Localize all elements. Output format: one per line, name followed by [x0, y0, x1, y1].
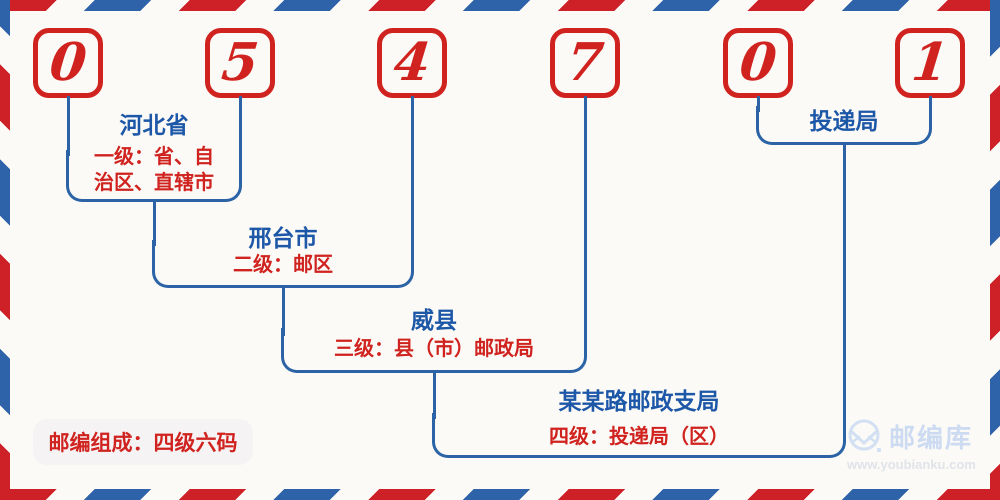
airmail-border-top: [0, 0, 1000, 11]
digit-box-3: 4: [377, 28, 447, 98]
bracket-level3: [281, 328, 587, 373]
level3-name: 威县: [411, 308, 457, 333]
digit-1: 0: [46, 32, 90, 93]
digit-box-1: 0: [33, 28, 103, 98]
bracket-level2: [152, 240, 414, 288]
connector-digit5: [756, 96, 760, 112]
level4-name: 某某路邮政支局: [558, 389, 720, 414]
level1-desc: 一级：省、自 治区、直辖市: [94, 146, 214, 194]
level2-name: 邢台市: [248, 226, 318, 251]
level3-desc: 三级：县（市）邮政局: [334, 338, 534, 360]
digit-2: 5: [218, 32, 262, 93]
digit-box-2: 5: [205, 28, 275, 98]
connector-level1-down: [152, 200, 156, 246]
level4-desc: 四级：投递局（区）: [549, 426, 729, 448]
connector-level3-down: [432, 371, 436, 419]
composition-pill: 邮编组成：四级六码: [33, 419, 253, 465]
digit-4: 7: [563, 32, 607, 93]
digit-box-6: 1: [895, 28, 965, 98]
bracket-delivery: [756, 106, 932, 145]
watermark-brand: 邮编库: [889, 424, 974, 453]
bracket-level4: [432, 413, 846, 458]
delivery-office-name: 投递局: [809, 109, 879, 134]
level2-desc: 二级：邮区: [233, 254, 333, 276]
digit-box-4: 7: [550, 28, 620, 98]
connector-digit3: [410, 96, 414, 246]
digit-box-5: 0: [723, 28, 793, 98]
connector-level2-down: [281, 286, 285, 336]
airmail-border-bottom: [0, 489, 1000, 500]
connector-digit6: [929, 96, 932, 112]
digit-5: 0: [736, 32, 780, 93]
watermark: 邮编库 www.youbianku.com: [847, 418, 982, 472]
level1-name: 河北省: [119, 113, 189, 138]
connector-digit2: [238, 96, 242, 156]
composition-label: 邮编组成：四级六码: [48, 432, 238, 455]
airmail-border-left: [0, 0, 10, 500]
digit-3: 4: [390, 32, 434, 93]
bracket-level1: [66, 150, 242, 202]
connector-digit1: [66, 96, 70, 156]
digit-6: 1: [908, 32, 952, 93]
connector-delivery-down: [842, 143, 846, 419]
airmail-border-right: [990, 0, 1000, 500]
connector-digit4: [583, 96, 587, 336]
circle-envelope-icon: [848, 419, 881, 452]
watermark-url: www.youbianku.com: [847, 457, 976, 472]
